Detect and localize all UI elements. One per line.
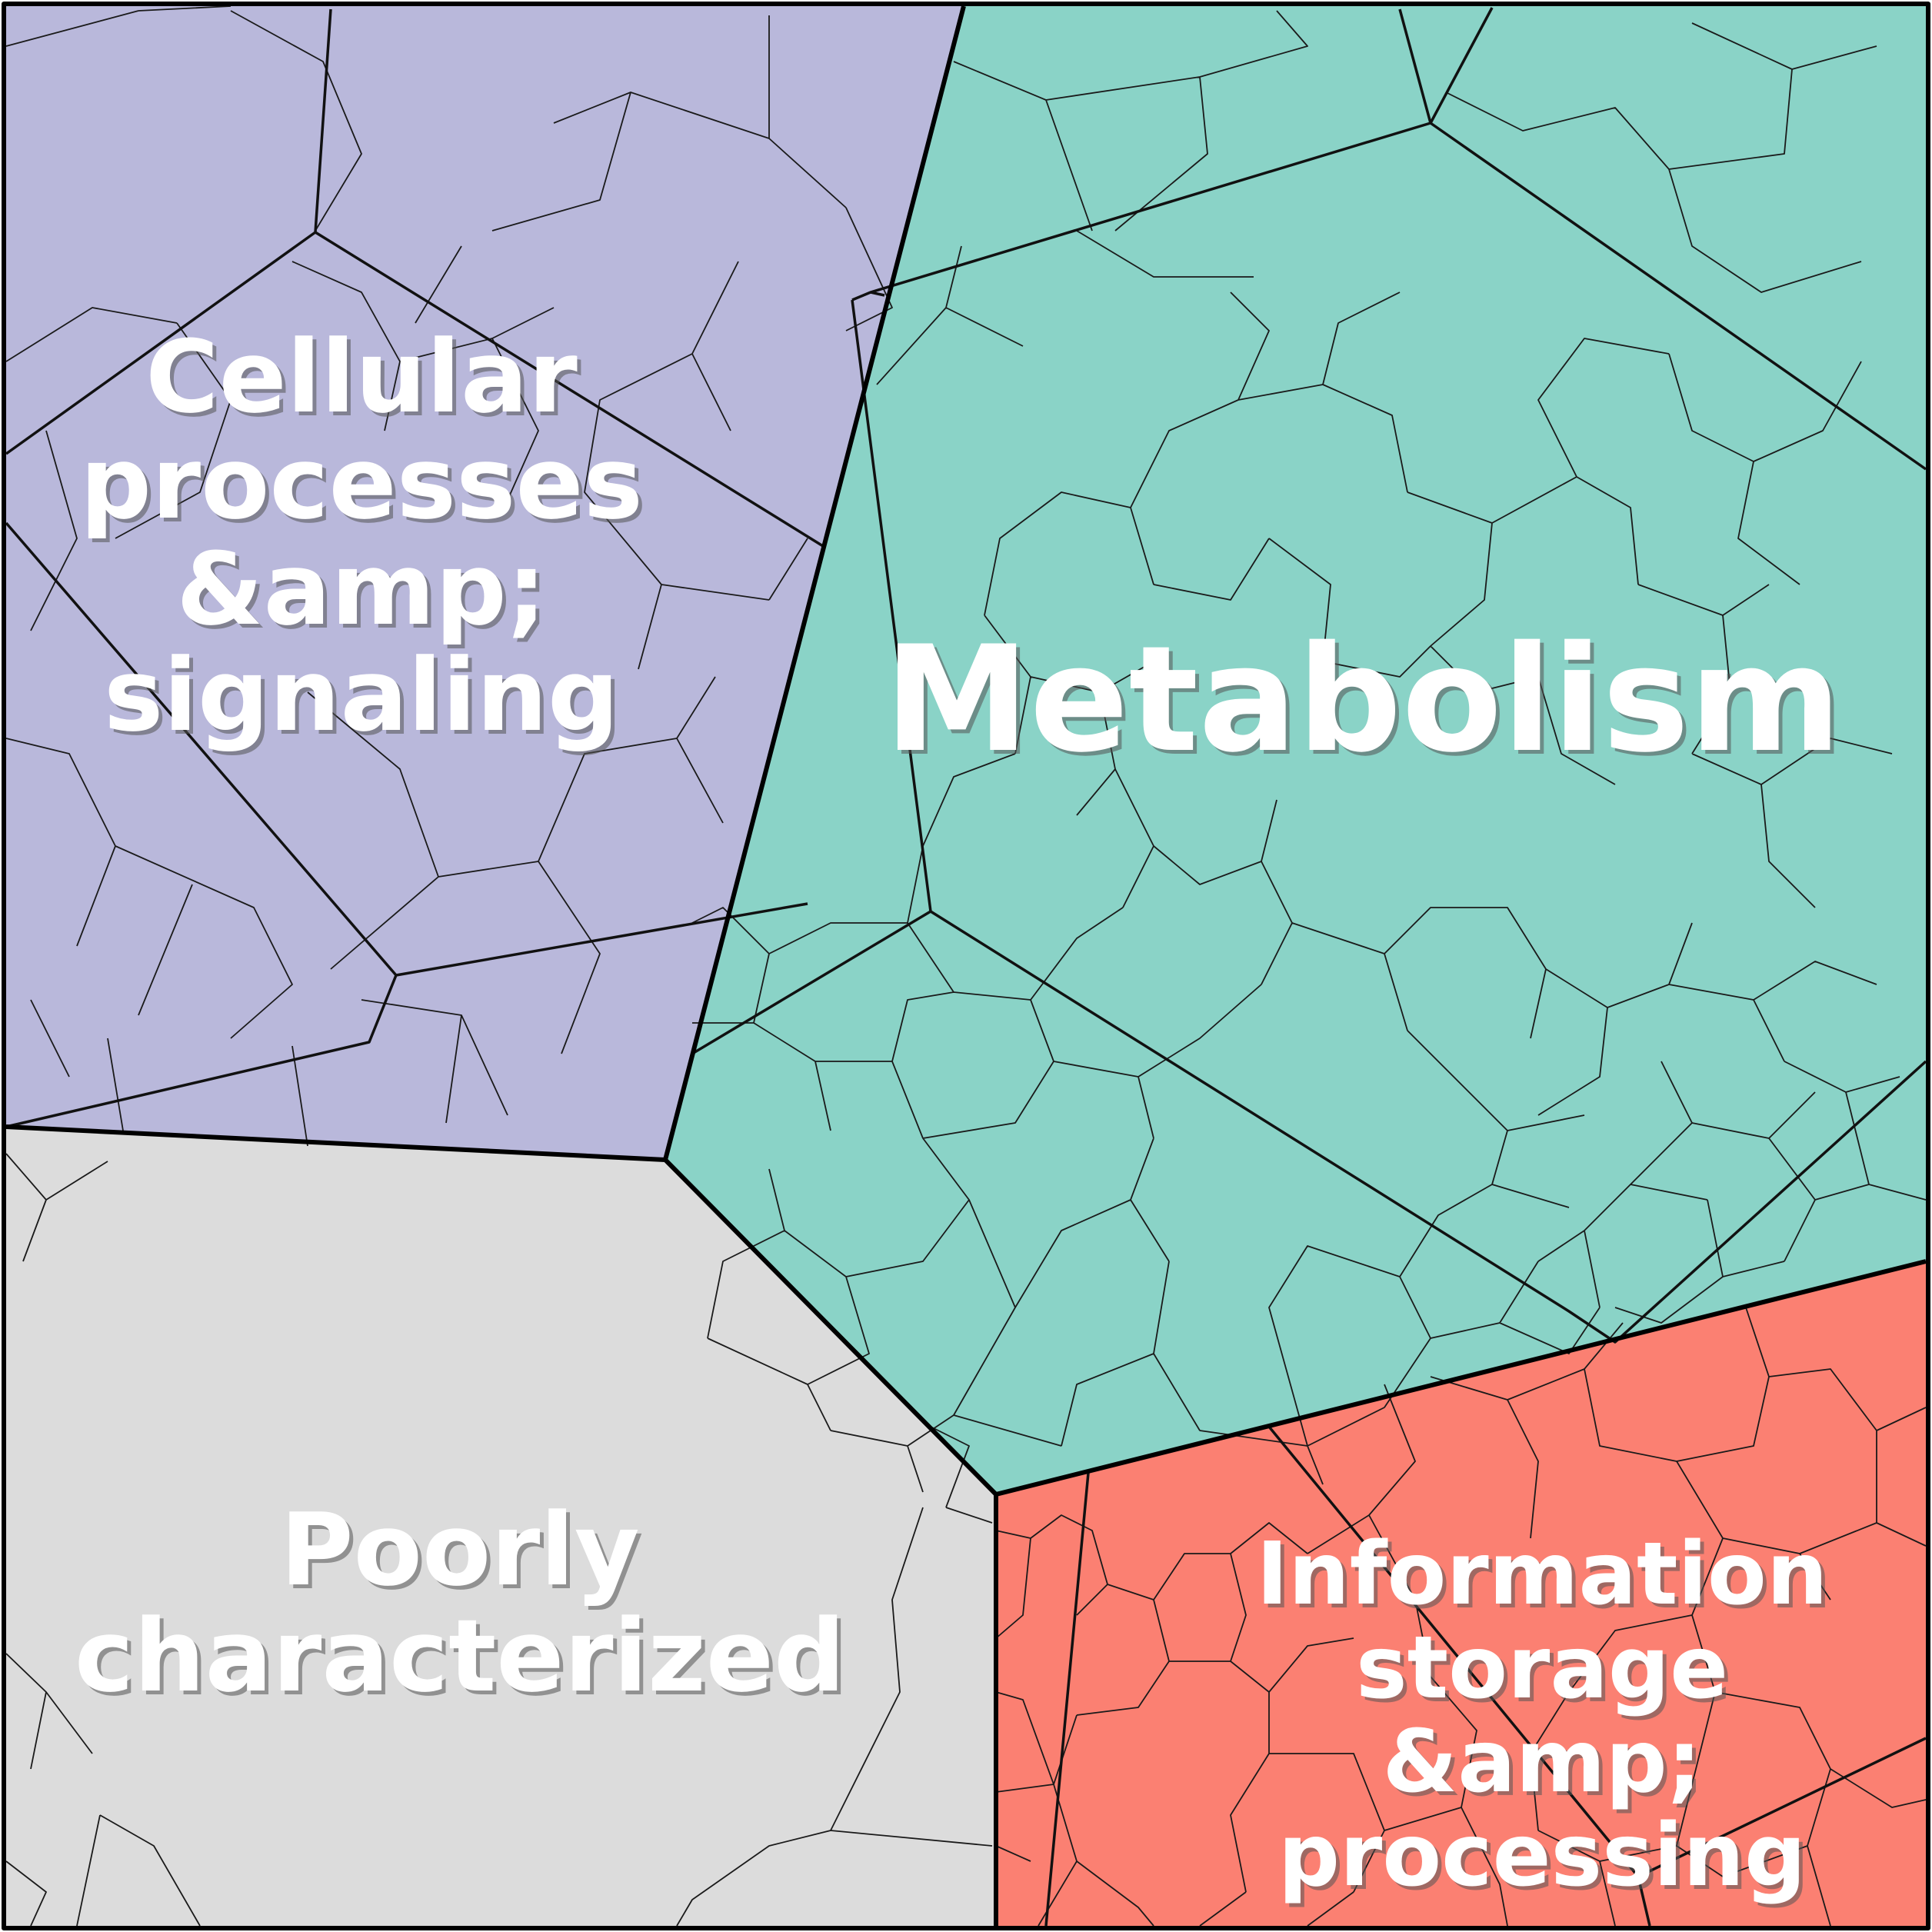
region-label-information: processing — [1278, 1806, 1806, 1906]
region-cellular-processes — [6, 6, 964, 1160]
region-label-poorly: Poorly — [280, 1491, 639, 1608]
label-shadow: Information — [1260, 1528, 1831, 1628]
region-labels: CellularCellularprocessesprocesses&amp;&… — [75, 318, 1845, 1910]
label-shadow: Cellular — [149, 322, 581, 439]
label-shadow: &amp; — [180, 535, 551, 651]
region-label-cellular: signaling — [104, 637, 619, 754]
label-shadow: signaling — [108, 641, 623, 758]
region-poorly-characterized — [6, 1127, 996, 1926]
region-information-storage — [996, 1261, 1926, 1926]
label-shadow: processing — [1282, 1810, 1810, 1910]
region-label-cellular: processes — [80, 425, 643, 541]
label-shadow: storage — [1360, 1622, 1732, 1722]
label-shadow: processes — [84, 428, 647, 545]
label-shadow: &amp; — [1387, 1716, 1706, 1816]
region-label-information: &amp; — [1383, 1712, 1702, 1812]
region-label-information: Information — [1256, 1524, 1827, 1624]
fine-cell-borders — [5, 5, 1927, 1927]
region-label-cellular: &amp; — [176, 531, 547, 648]
label-shadow: Metabolism — [888, 618, 1846, 788]
region-label-poorly: characterized — [75, 1597, 845, 1714]
region-label-metabolism: Metabolism — [884, 615, 1842, 784]
region-label-information: storage — [1356, 1618, 1728, 1718]
region-label-cellular: Cellular — [145, 318, 578, 435]
region-metabolism — [665, 6, 1926, 1494]
label-shadow: characterized — [78, 1601, 849, 1718]
label-shadow: Poorly — [284, 1495, 643, 1612]
